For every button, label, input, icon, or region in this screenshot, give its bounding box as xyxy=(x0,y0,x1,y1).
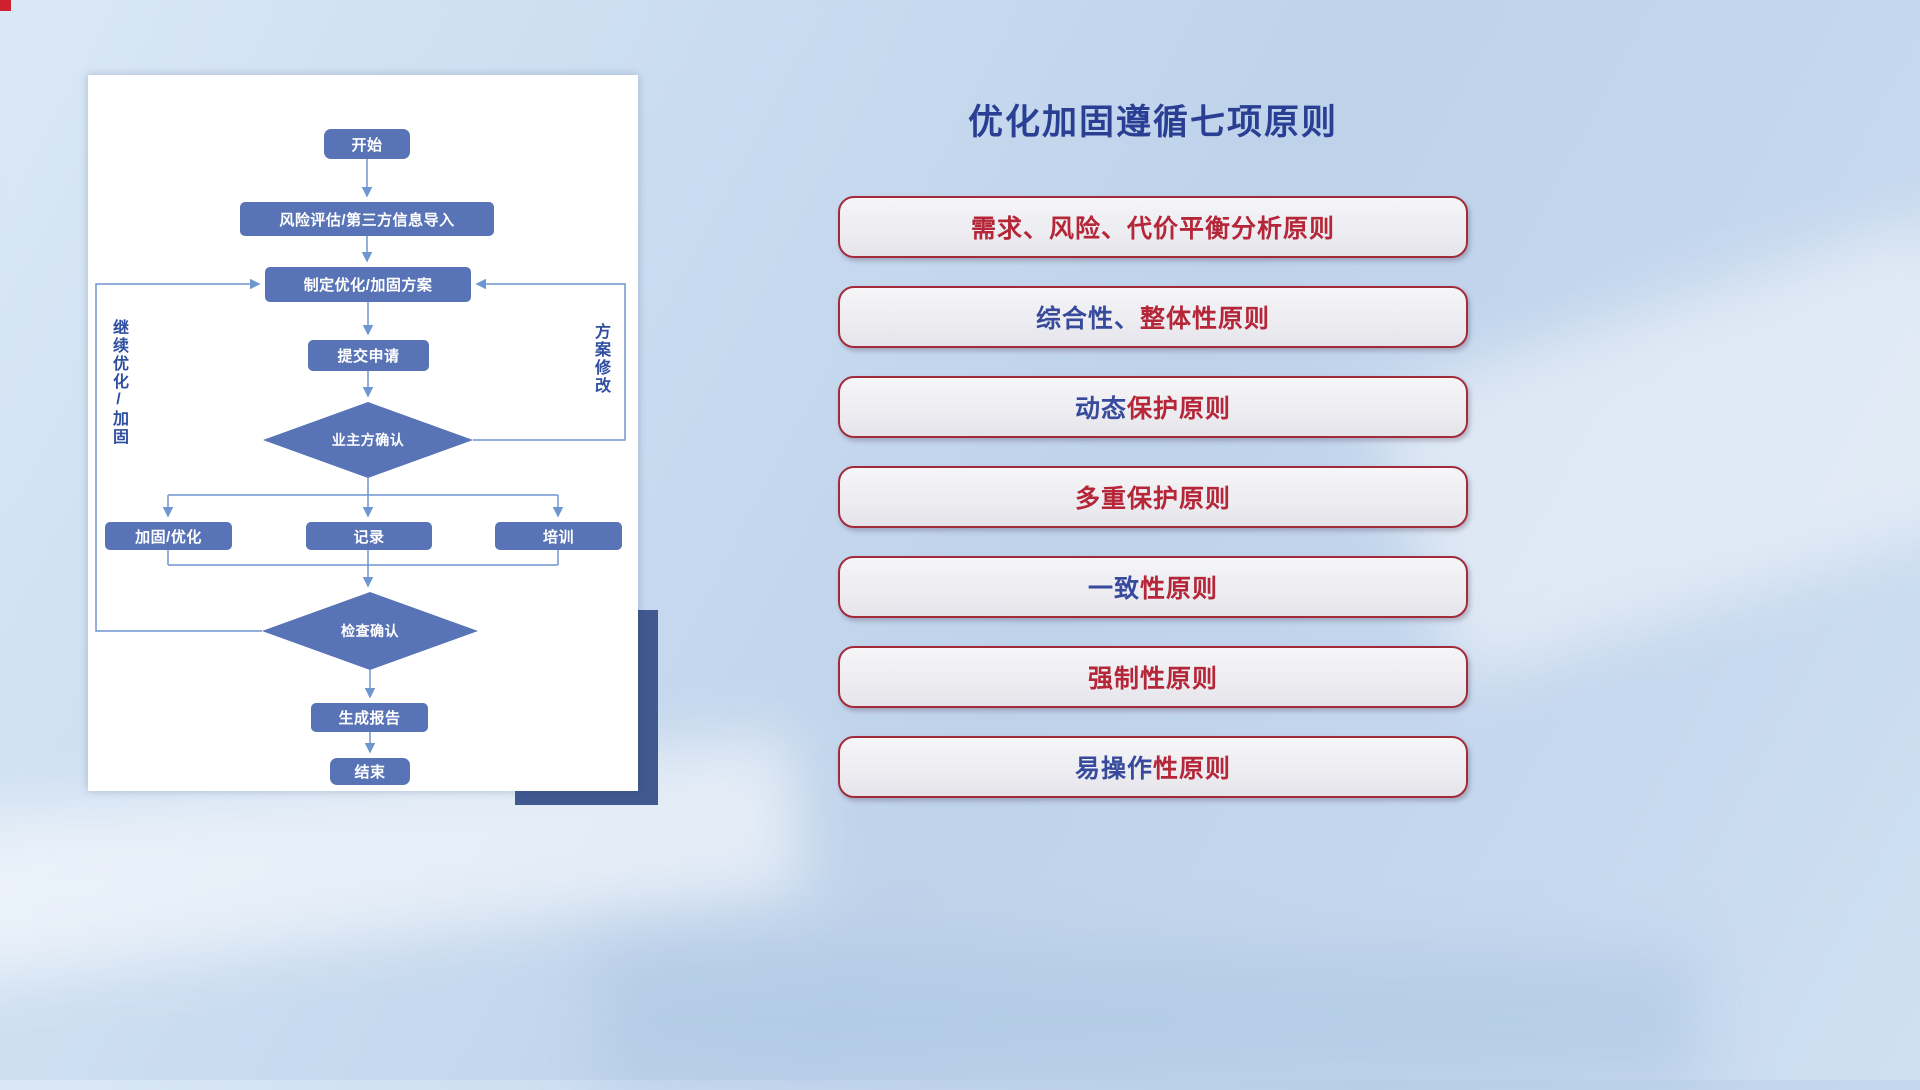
loop-label-continue-optimize: 继续优化/加固 xyxy=(110,319,127,446)
principle-text-segment: 多重保护原则 xyxy=(1074,485,1231,513)
flow-node-start: 开始 xyxy=(324,129,410,159)
background-streak xyxy=(600,950,1700,1090)
flow-node-training: 培训 xyxy=(495,522,622,550)
principle-text-segment: 易操作 xyxy=(1074,755,1153,783)
principle-text-segment: 动态 xyxy=(1074,395,1127,423)
principle-text-segment: 性原则 xyxy=(1153,755,1232,783)
principle-text-segment: 需求、风险、代价平衡分析原则 xyxy=(970,215,1335,243)
principle-text-segment: 整体性原则 xyxy=(1140,305,1271,333)
flow-node-submit-application: 提交申请 xyxy=(308,340,429,371)
principle-text-segment: 强制性原则 xyxy=(1087,665,1218,693)
principle-text-segment: 性原则 xyxy=(1140,575,1219,603)
principle-text-segment: 一致 xyxy=(1087,575,1140,603)
flow-node-end: 结束 xyxy=(330,758,410,785)
flow-node-harden-optimize: 加固/优化 xyxy=(105,522,232,550)
page-title: 优化加固遵循七项原则 xyxy=(967,103,1338,142)
corner-mark xyxy=(0,0,11,11)
loop-label-plan-revise: 方案修改 xyxy=(592,323,609,395)
flowchart-card: 开始 风险评估/第三方信息导入 制定优化/加固方案 提交申请 业主方确认 加固/… xyxy=(88,75,638,791)
principle-pill: 需求、风险、代价平衡分析原则 xyxy=(838,196,1468,258)
principle-pill: 动态保护原则 xyxy=(838,376,1468,438)
principle-pill: 综合性、整体性原则 xyxy=(838,286,1468,348)
principle-pill: 多重保护原则 xyxy=(838,466,1468,528)
principle-pill: 一致性原则 xyxy=(838,556,1468,618)
principle-pill: 强制性原则 xyxy=(838,646,1468,708)
flow-decision-check-confirm: 检查确认 xyxy=(262,592,478,670)
principle-text-segment: 综合性、 xyxy=(1035,305,1140,333)
flow-node-record: 记录 xyxy=(306,522,432,550)
flow-node-risk-assessment: 风险评估/第三方信息导入 xyxy=(240,202,494,236)
flow-decision-owner-confirm: 业主方确认 xyxy=(263,402,473,478)
flow-node-make-plan: 制定优化/加固方案 xyxy=(265,267,471,302)
flow-node-generate-report: 生成报告 xyxy=(311,703,428,732)
principle-pill: 易操作性原则 xyxy=(838,736,1468,798)
principle-text-segment: 保护原则 xyxy=(1127,395,1232,423)
principles-list: 需求、风险、代价平衡分析原则综合性、整体性原则动态保护原则多重保护原则一致性原则… xyxy=(838,196,1468,798)
